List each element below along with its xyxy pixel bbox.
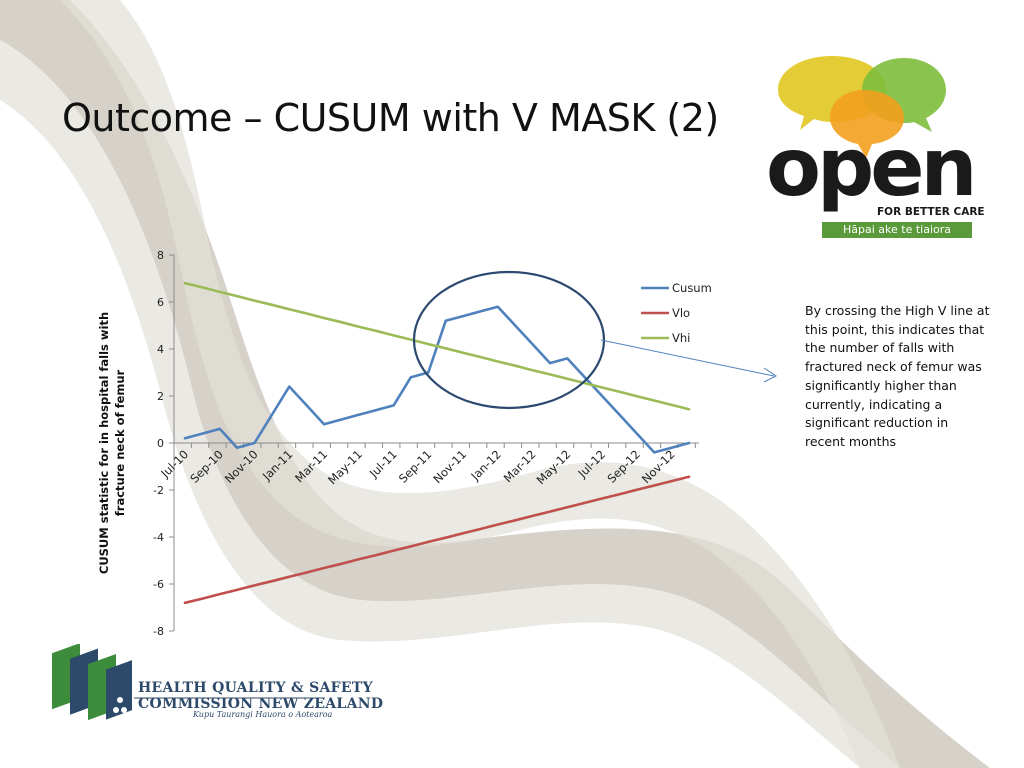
open-maori-banner: Hāpai ake te tiaiora: [822, 222, 972, 238]
x-tick-label: Mar-11: [292, 447, 330, 485]
chart-series: [183, 281, 691, 605]
x-tick-label: Nov-11: [430, 447, 469, 486]
x-tick-label: Nov-10: [222, 447, 261, 486]
hqsc-name-line1: HEALTH QUALITY & SAFETY: [138, 680, 373, 696]
y-tick-label: 0: [157, 437, 164, 450]
y-tick-label: -4: [153, 531, 164, 544]
hqsc-logo-mark: [52, 644, 325, 721]
y-tick-label: -6: [153, 578, 164, 591]
open-tagline: FOR BETTER CARE: [877, 206, 985, 218]
y-axis-title: CUSUM statistic for in hospital falls wi…: [97, 312, 127, 574]
y-axis: 8 6 4 2 0 -2 -4 -6 -8: [153, 249, 175, 638]
x-tick-label: Sep-10: [187, 447, 226, 486]
open-logo: [778, 56, 946, 158]
series-cusum-line: [183, 305, 691, 454]
x-tick-label: May-11: [325, 447, 365, 487]
series-vlo-line: [183, 475, 691, 605]
y-tick-label: -8: [153, 625, 164, 638]
hqsc-maori-name: Kupu Taurangi Hauora o Aotearoa: [193, 710, 333, 719]
slide-title: Outcome – CUSUM with V MASK (2): [62, 96, 719, 140]
y-tick-label: -2: [153, 484, 164, 497]
x-tick-label: May-12: [534, 447, 574, 487]
x-tick-label: Sep-12: [604, 447, 643, 486]
series-vhi-line: [183, 281, 691, 411]
x-tick-label: Sep-11: [396, 447, 435, 486]
legend-label-vlo: Vlo: [672, 306, 690, 320]
highlight-ellipse: [412, 270, 606, 410]
annotation-text: By crossing the High V line at this poin…: [805, 303, 990, 449]
legend-label-cusum: Cusum: [672, 281, 712, 295]
y-tick-label: 2: [157, 390, 164, 403]
x-tick-label: Jan-12: [468, 447, 504, 483]
y-tick-label: 8: [157, 249, 164, 262]
x-tick-label: Jan-11: [259, 447, 295, 483]
legend-label-vhi: Vhi: [672, 331, 690, 345]
x-tick-label: Mar-12: [501, 447, 539, 485]
y-tick-label: 4: [157, 343, 164, 356]
y-tick-label: 6: [157, 296, 164, 309]
open-wordmark: open: [766, 121, 977, 214]
hqsc-name-line2: COMMISSION NEW ZEALAND: [138, 696, 384, 712]
annotation-arrow: [600, 339, 777, 383]
